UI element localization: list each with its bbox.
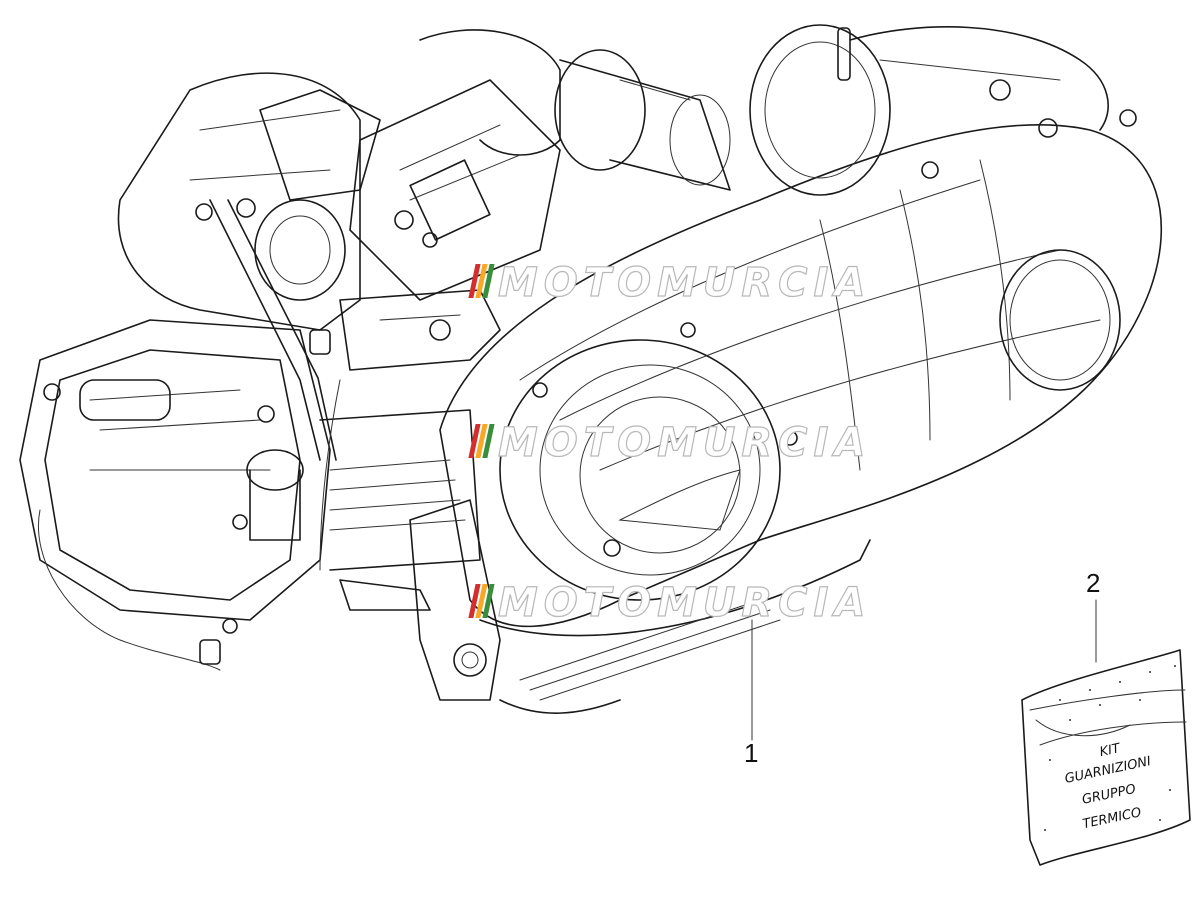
- watermark-1: MOTOMURCIA: [468, 259, 871, 307]
- watermark-2: MOTOMURCIA: [468, 419, 871, 467]
- callout-number-1: 1: [744, 738, 758, 768]
- callout-2[interactable]: 2: [1086, 568, 1100, 663]
- variator-housing: [749, 24, 1137, 196]
- cylinder-head: [19, 319, 481, 671]
- crankcase: [117, 72, 501, 461]
- watermark-stripe-green: [482, 424, 495, 458]
- callout-1[interactable]: 1: [744, 619, 758, 768]
- watermark-text: MOTOMURCIA: [498, 580, 871, 626]
- watermark-stripe-red: [468, 584, 481, 618]
- kit-label-line1: KIT: [1098, 741, 1122, 760]
- mount-bracket: [339, 499, 501, 701]
- watermark-text: MOTOMURCIA: [498, 420, 871, 466]
- watermark-stripe-green: [482, 264, 495, 298]
- watermark-stripe-yellow: [475, 264, 488, 298]
- watermark-stripe-yellow: [475, 584, 488, 618]
- kit-label-line3: GRUPPO: [1081, 782, 1137, 808]
- watermark-text: MOTOMURCIA: [498, 260, 871, 306]
- gasket-kit-bag[interactable]: KIT GUARNIZIONI GRUPPO TERMICO: [1021, 649, 1191, 866]
- cvt-cover: [439, 124, 1162, 714]
- engine-assembly[interactable]: [19, 24, 1162, 714]
- watermark-stripe-red: [468, 424, 481, 458]
- watermark-stripe-yellow: [475, 424, 488, 458]
- intake-duct: [419, 29, 731, 191]
- callout-number-2: 2: [1086, 568, 1100, 598]
- kit-label-line4: TERMICO: [1081, 805, 1142, 832]
- watermark-stripe-green: [482, 584, 495, 618]
- watermark-3: MOTOMURCIA: [468, 579, 871, 627]
- kit-label-line2: GUARNIZIONI: [1063, 754, 1152, 787]
- throttle-body: [254, 79, 561, 301]
- watermark-stripe-red: [468, 264, 481, 298]
